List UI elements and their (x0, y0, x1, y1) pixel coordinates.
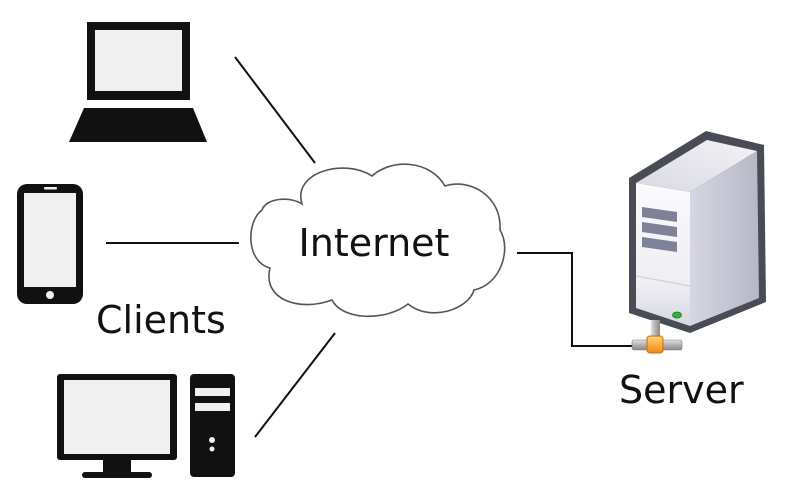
server-tower-icon (629, 131, 766, 333)
server-status-led (672, 311, 682, 319)
clients-label: Clients (96, 298, 226, 342)
server-front-face (636, 183, 690, 326)
smartphone-icon (17, 184, 83, 304)
internet-cloud: Internet (250, 163, 506, 318)
monitor-icon (57, 374, 177, 478)
laptop-icon (69, 22, 207, 142)
connection-lines (106, 56, 632, 438)
laptop-connection-line (234, 56, 316, 164)
server-label: Server (619, 368, 744, 412)
drive-bays (642, 207, 677, 252)
desktop-computer-icon (57, 374, 235, 478)
desktop-connection-line (254, 332, 336, 438)
server-connection-line (517, 252, 632, 347)
server-side-face (690, 151, 759, 326)
internet-label: Internet (299, 221, 450, 265)
server-top-face (636, 140, 757, 192)
tower-icon (190, 374, 235, 477)
network-connector-icon (631, 320, 683, 354)
cloud-icon (250, 163, 506, 318)
